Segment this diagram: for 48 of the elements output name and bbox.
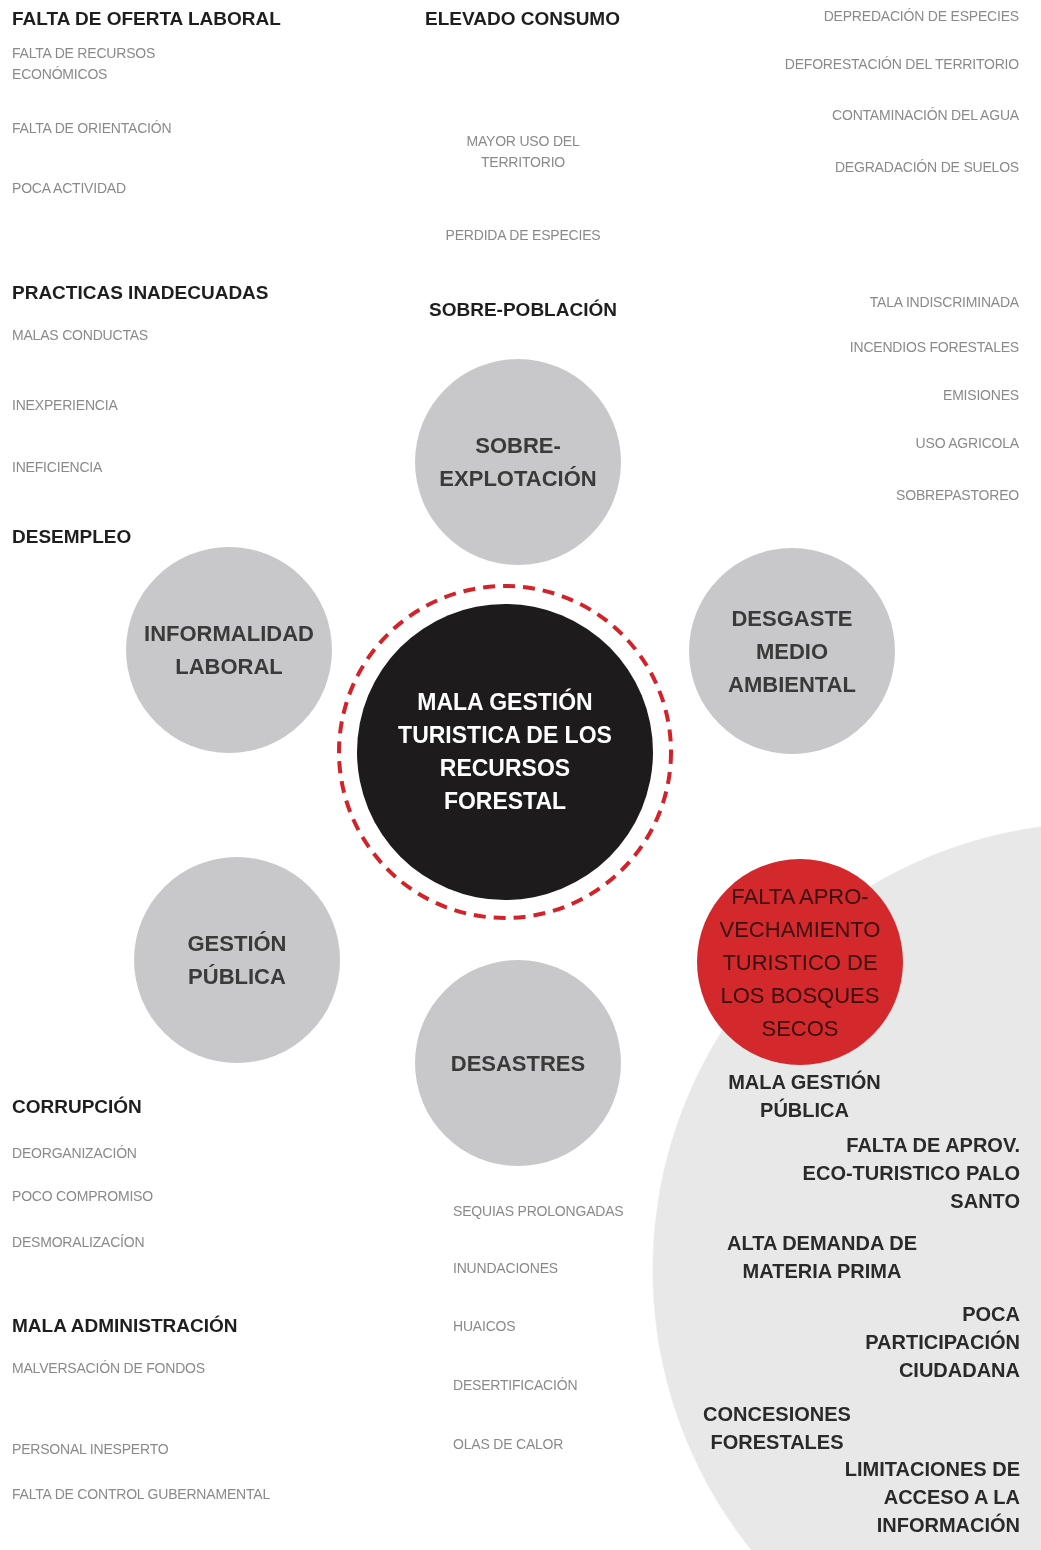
category-heading: FALTA DE OFERTA LABORAL (12, 7, 282, 31)
factor-text: DESMORALIZACÍON (12, 1233, 146, 1252)
factor-text: OLAS DE CALOR (453, 1435, 565, 1454)
factor-text: SEQUIAS PROLONGADAS (453, 1202, 625, 1221)
factor-text: PERDIDA DE ESPECIES (444, 226, 602, 245)
cause-text: LIMITACIONES DE ACCESO A LA INFORMACIÓN (843, 1457, 1020, 1538)
factor-text: MALVERSACIÓN DE FONDOS (12, 1359, 206, 1378)
factor-text: POCA ACTIVIDAD (12, 179, 127, 198)
category-heading: MALA ADMINISTRACIÓN (12, 1314, 239, 1338)
cause-text: FALTA DE APROV. ECO-TURISTICO PALO SANTO (802, 1133, 1020, 1214)
circle-text: DESASTRES (449, 1049, 587, 1078)
factor-text: DEFORESTACIÓN DEL TERRITORIO (783, 55, 1019, 74)
circle-text: DESGASTE MEDIO AMBIENTAL (727, 604, 857, 699)
category-heading: PRACTICAS INADECUADAS (12, 281, 270, 305)
factor-text: DESERTIFICACIÓN (453, 1376, 579, 1395)
factor-text: FALTA DE RECURSOS ECONÓMICOS (12, 44, 157, 84)
circle-text: SOBRE-EXPLOTACIÓN (438, 432, 598, 493)
category-heading: SOBRE-POBLACIÓN (428, 298, 618, 322)
factor-text: INCENDIOS FORESTALES (848, 338, 1019, 357)
factor-text: CONTAMINACIÓN DEL AGUA (831, 106, 1019, 125)
factor-text: INEFICIENCIA (12, 458, 104, 477)
factor-text: POCO COMPROMISO (12, 1187, 154, 1206)
factor-text: DEPREDACIÓN DE ESPECIES (822, 7, 1019, 26)
cause-text: MALA GESTIÓN PÚBLICA (727, 1069, 882, 1123)
factor-text: INEXPERIENCIA (12, 396, 119, 415)
factor-text: MAYOR USO DEL TERRITORIO (465, 132, 581, 172)
factor-text: SOBREPASTOREO (895, 486, 1019, 505)
factor-text: DEORGANIZACIÓN (12, 1144, 138, 1163)
circle-text: INFORMALIDAD LABORAL (143, 620, 315, 681)
circle-text: FALTA APRO-VECHAMIENTO TURISTICO DE LOS BOSQUES SECOS (718, 882, 882, 1043)
factor-text: FALTA DE ORIENTACIÓN (12, 119, 173, 138)
factor-text: FALTA DE CONTROL GUBERNAMENTAL (12, 1485, 271, 1504)
circle-text: MALA GESTIÓN TURISTICA DE LOS RECURSOS FORESTAL (397, 687, 613, 816)
factor-text: DEGRADACIÓN DE SUELOS (833, 158, 1019, 177)
circle-text: GESTIÓN PÚBLICA (186, 930, 288, 991)
factor-text: USO AGRICOLA (914, 434, 1019, 453)
factor-text: INUNDACIONES (453, 1259, 559, 1278)
cause-text: ALTA DEMANDA DE MATERIA PRIMA (726, 1231, 918, 1284)
factor-text: EMISIONES (942, 386, 1019, 405)
factor-text: MALAS CONDUCTAS (12, 326, 149, 345)
factor-text: TALA INDISCRIMINADA (868, 293, 1019, 312)
category-heading: ELEVADO CONSUMO (424, 7, 621, 31)
factor-text: PERSONAL INESPERTO (12, 1440, 170, 1459)
cause-text: POCA PARTICIPACIÓN CIUDADANA (864, 1302, 1020, 1383)
category-heading: CORRUPCIÓN (12, 1095, 143, 1119)
category-heading: DESEMPLEO (12, 525, 133, 549)
factor-text: HUAICOS (453, 1317, 517, 1336)
cause-text: CONCESIONES FORESTALES (702, 1402, 852, 1455)
